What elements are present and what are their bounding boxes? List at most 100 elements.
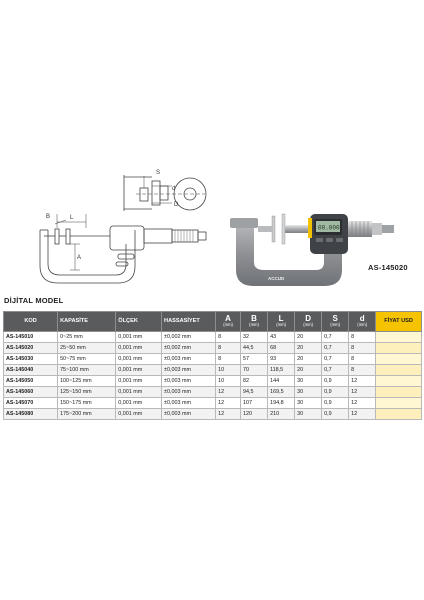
header-b-unit: (mm) <box>249 322 259 328</box>
cell-price <box>375 408 422 420</box>
cell-kapasite: 75~100 mm <box>57 364 117 376</box>
header-l-unit: (mm) <box>276 322 286 328</box>
cell-dd: 8 <box>348 331 377 343</box>
product-figure-area: S d D <box>39 170 408 286</box>
cell-kapasite: 125~150 mm <box>57 386 117 398</box>
cell-s: 0,9 <box>321 386 350 398</box>
cell-d: 30 <box>294 397 323 409</box>
label-a: A <box>77 255 81 261</box>
cell-s: 0,7 <box>321 364 350 376</box>
header-b: B(mm) <box>240 311 269 332</box>
header-a: A(mm) <box>215 311 242 332</box>
cell-olcek: 0,001 mm <box>115 342 163 354</box>
cell-s: 0,7 <box>321 342 350 354</box>
cell-l: 43 <box>267 331 296 343</box>
micrometer-photo: 00.000 ACCUD <box>230 213 394 286</box>
header-s: S(mm) <box>321 311 350 332</box>
cell-a: 10 <box>215 364 242 376</box>
header-d-letter: D <box>305 314 312 324</box>
cell-s: 0,9 <box>321 375 350 387</box>
cell-olcek: 0,001 mm <box>115 408 163 420</box>
cell-s: 0,7 <box>321 331 350 343</box>
header-hassasiyet: HASSASİYET <box>161 311 217 332</box>
cell-price <box>375 386 422 398</box>
cell-olcek: 0,001 mm <box>115 353 163 365</box>
table-row: AS-145040 75~100 mm 0,001 mm ±0,003 mm 1… <box>2 364 422 376</box>
section-title: DİJİTAL MODEL <box>4 296 64 305</box>
cell-olcek: 0,001 mm <box>115 397 163 409</box>
cell-a: 8 <box>215 331 242 343</box>
header-dd-letter: d <box>359 314 365 324</box>
header-olcek: ÖLÇEK <box>115 311 163 332</box>
header-dd: d(mm) <box>348 311 377 332</box>
cell-d: 20 <box>294 342 323 354</box>
table-row: AS-145070 150~175 mm 0,001 mm ±0,003 mm … <box>2 397 422 409</box>
cell-a: 12 <box>215 386 242 398</box>
header-l-letter: L <box>278 314 284 324</box>
cell-price <box>375 331 422 343</box>
cell-hassasiyet: ±0,003 mm <box>161 353 217 365</box>
cell-dd: 8 <box>348 342 377 354</box>
cell-kod: AS-145060 <box>2 386 59 398</box>
cell-olcek: 0,001 mm <box>115 331 163 343</box>
cell-b: 32 <box>240 331 269 343</box>
header-d: D(mm) <box>294 311 323 332</box>
cell-l: 144 <box>267 375 296 387</box>
header-b-letter: B <box>251 314 257 324</box>
cell-b: 57 <box>240 353 269 365</box>
cell-hassasiyet: ±0,003 mm <box>161 375 217 387</box>
brand-label: ACCUD <box>268 276 285 281</box>
cell-a: 12 <box>215 408 242 420</box>
label-b: B <box>46 214 50 220</box>
header-price: FİYAT USD <box>375 311 422 332</box>
cell-l: 210 <box>267 408 296 420</box>
cell-kod: AS-145050 <box>2 375 59 387</box>
spec-table: KOD KAPASİTE ÖLÇEK HASSASİYET A(mm) B(mm… <box>2 311 422 420</box>
cell-s: 0,9 <box>321 397 350 409</box>
cell-d: 30 <box>294 386 323 398</box>
cell-dd: 12 <box>348 397 377 409</box>
header-s-letter: S <box>332 314 338 324</box>
cell-s: 0,7 <box>321 353 350 365</box>
cell-s: 0,9 <box>321 408 350 420</box>
label-s: S <box>156 170 160 176</box>
cell-kod: AS-145040 <box>2 364 59 376</box>
header-dd-unit: (mm) <box>357 322 368 328</box>
table-row: AS-145050 100~125 mm 0,001 mm ±0,003 mm … <box>2 375 422 387</box>
cell-a: 12 <box>215 397 242 409</box>
label-d-small: d <box>172 186 175 192</box>
cell-hassasiyet: ±0,003 mm <box>161 386 217 398</box>
cell-a: 10 <box>215 375 242 387</box>
cell-d: 30 <box>294 408 323 420</box>
header-kapasite: KAPASİTE <box>57 311 117 332</box>
cell-kapasite: 0~25 mm <box>57 331 117 343</box>
cell-b: 44,5 <box>240 342 269 354</box>
cell-b: 107 <box>240 397 269 409</box>
table-row: AS-145030 50~75 mm 0,001 mm ±0,003 mm 8 … <box>2 353 422 365</box>
cell-price <box>375 397 422 409</box>
cell-dd: 12 <box>348 386 377 398</box>
cell-price <box>375 353 422 365</box>
label-l: L <box>70 215 74 221</box>
product-code-label: AS-145020 <box>368 263 408 272</box>
cell-l: 194,8 <box>267 397 296 409</box>
table-row: AS-145060 125~150 mm 0,001 mm ±0,003 mm … <box>2 386 422 398</box>
cell-d: 30 <box>294 375 323 387</box>
cell-d: 20 <box>294 331 323 343</box>
cell-kod: AS-145010 <box>2 331 59 343</box>
cell-kapasite: 175~200 mm <box>57 408 117 420</box>
cell-hassasiyet: ±0,003 mm <box>161 397 217 409</box>
cell-l: 93 <box>267 353 296 365</box>
cell-hassasiyet: ±0,003 mm <box>161 364 217 376</box>
cell-dd: 12 <box>348 408 377 420</box>
cell-dd: 8 <box>348 353 377 365</box>
table-row: AS-145010 0~25 mm 0,001 mm ±0,002 mm 8 3… <box>2 331 422 343</box>
cell-kapasite: 150~175 mm <box>57 397 117 409</box>
cell-kod: AS-145020 <box>2 342 59 354</box>
cell-b: 94,5 <box>240 386 269 398</box>
cell-hassasiyet: ±0,002 mm <box>161 342 217 354</box>
table-header-row: KOD KAPASİTE ÖLÇEK HASSASİYET A(mm) B(mm… <box>2 311 422 332</box>
cell-price <box>375 364 422 376</box>
table-row: AS-145080 175~200 mm 0,001 mm ±0,003 mm … <box>2 408 422 420</box>
cell-b: 70 <box>240 364 269 376</box>
